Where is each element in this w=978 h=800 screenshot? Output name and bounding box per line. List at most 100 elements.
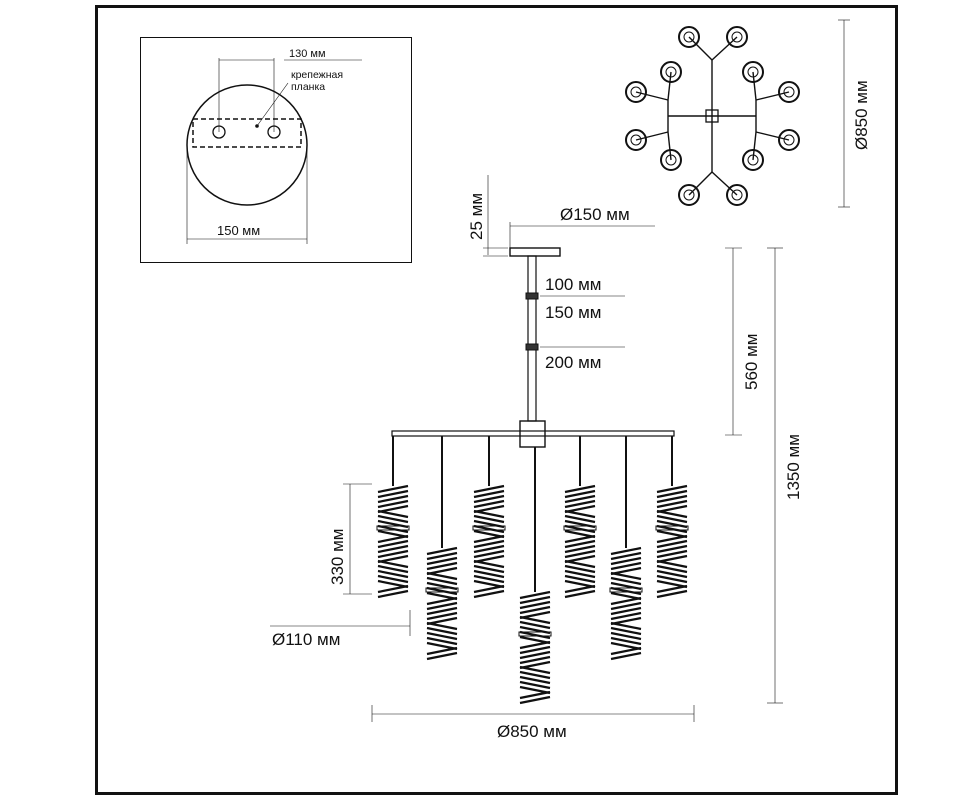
shade-band — [377, 564, 409, 574]
top-shade — [678, 184, 700, 206]
shade-band — [564, 569, 596, 579]
shade-band — [473, 509, 505, 519]
overall-diameter-label: Ø850 мм — [497, 722, 567, 741]
rod-length-label: 560 мм — [742, 334, 761, 390]
shade-band — [564, 514, 596, 524]
shade-band — [519, 590, 551, 600]
shade-band — [610, 556, 642, 566]
shade-band — [656, 574, 688, 584]
shade-band — [564, 499, 596, 509]
shade-band — [610, 596, 642, 606]
shade-ring — [609, 587, 643, 593]
shade-band — [473, 539, 505, 549]
shade-band — [426, 571, 458, 581]
top-shade-inner — [783, 134, 795, 146]
shade-band — [473, 514, 505, 524]
shade-band — [377, 569, 409, 579]
bracket-label-line2: планка — [291, 81, 325, 93]
shade-band — [519, 640, 551, 650]
shade-ring — [472, 525, 506, 531]
shade-band — [564, 584, 596, 594]
shade-band — [564, 589, 596, 599]
spiral-shade — [563, 484, 597, 599]
shade-band — [426, 626, 458, 636]
total-height-label: 1350 мм — [784, 434, 803, 500]
top-branch — [711, 36, 738, 61]
shade-band — [564, 509, 596, 519]
top-shade-inner — [731, 31, 743, 43]
shade-band — [473, 549, 505, 559]
shade-height-label: 330 мм — [328, 529, 347, 585]
shade-band — [564, 574, 596, 584]
canopy — [509, 247, 561, 257]
side-hub — [519, 420, 546, 448]
spiral-shade — [425, 546, 459, 661]
top-branch — [755, 131, 790, 141]
shade-band — [377, 559, 409, 569]
shade-band — [564, 564, 596, 574]
shade-band — [564, 494, 596, 504]
shade-band — [377, 494, 409, 504]
shade-band — [473, 489, 505, 499]
drawing-frame — [95, 5, 898, 795]
shade-band — [610, 651, 642, 661]
shade-band — [473, 564, 505, 574]
shade-band — [519, 605, 551, 615]
top-shade — [678, 26, 700, 48]
shade-band — [519, 695, 551, 705]
shade-band — [656, 589, 688, 599]
top-shade — [660, 149, 682, 171]
shade-band — [377, 589, 409, 599]
shade-band — [656, 539, 688, 549]
side-arm — [391, 430, 675, 437]
top-shade-inner — [783, 86, 795, 98]
shade-band — [610, 576, 642, 586]
shade-band — [610, 586, 642, 596]
bracket-label-line1: крепежная — [291, 69, 343, 81]
shade-band — [377, 574, 409, 584]
shade-band — [473, 499, 505, 509]
shade-band — [564, 559, 596, 569]
shade-band — [656, 524, 688, 534]
spiral-shade — [655, 484, 689, 599]
shade-ring — [655, 525, 689, 531]
shade-band — [519, 645, 551, 655]
shade-band — [519, 665, 551, 675]
top-view — [625, 26, 800, 206]
shade-band — [426, 546, 458, 556]
top-shade — [726, 184, 748, 206]
top-shade-inner — [665, 154, 677, 166]
top-shade — [660, 61, 682, 83]
top-shade — [625, 81, 647, 103]
shade-band — [564, 544, 596, 554]
shade-ring — [425, 587, 459, 593]
spiral-shade — [472, 484, 506, 599]
shade-band — [610, 621, 642, 631]
rod-joint — [525, 292, 539, 300]
shade-band — [377, 514, 409, 524]
shade-band — [473, 574, 505, 584]
canopy-diameter-label: Ø150 мм — [560, 205, 630, 224]
shade-band — [426, 586, 458, 596]
shade-band — [473, 494, 505, 504]
top-branch — [711, 171, 738, 196]
shade-band — [564, 524, 596, 534]
shade-band — [610, 561, 642, 571]
shade-band — [610, 551, 642, 561]
top-branch — [755, 91, 790, 101]
shade-band — [519, 600, 551, 610]
shade-band — [426, 551, 458, 561]
top-shade — [742, 149, 764, 171]
shade-band — [426, 636, 458, 646]
shade-band — [656, 559, 688, 569]
shade-band — [610, 606, 642, 616]
top-shade — [726, 26, 748, 48]
canopy-height-label: 25 мм — [467, 193, 486, 240]
top-shade — [778, 81, 800, 103]
mounting-plate — [186, 58, 362, 244]
shade-band — [564, 539, 596, 549]
spiral-shade — [518, 590, 552, 705]
rod-2-label: 150 мм — [545, 303, 601, 322]
shade-band — [519, 650, 551, 660]
